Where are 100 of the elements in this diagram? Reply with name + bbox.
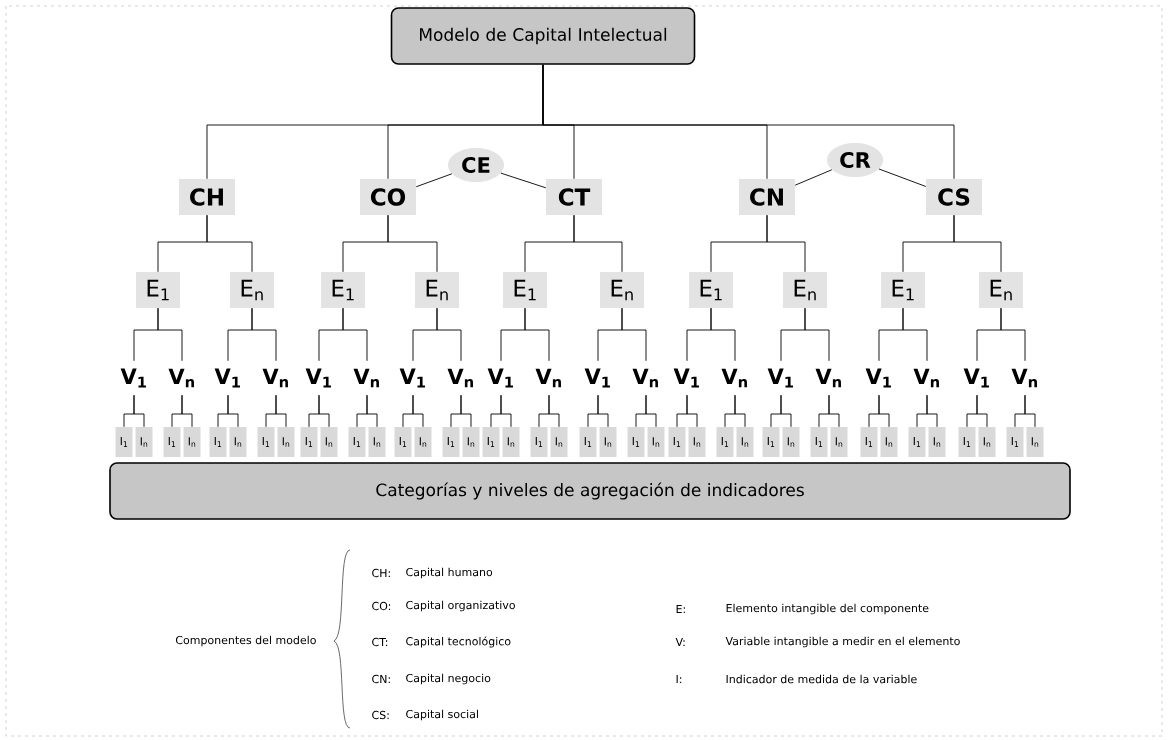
variable-label: V$_{n}$: [164, 361, 200, 395]
tree-connector: [1000, 307, 1026, 362]
indicator-box: I$_{n}$: [414, 427, 432, 457]
element-box: E$_{1}$: [136, 272, 180, 308]
indicator-box: I$_{1}$: [482, 427, 500, 457]
variable-label: V$_{1}$: [763, 361, 799, 395]
component-box: CH: [179, 179, 235, 215]
variable-label: V$_{n}$: [628, 361, 664, 395]
tree-connector: [548, 394, 560, 428]
tree-connector: [686, 394, 698, 428]
indicator-box: I$_{n}$: [928, 427, 946, 457]
variable-label: V$_{1}$: [395, 361, 431, 395]
definition: Capital humano: [406, 567, 493, 579]
tree-connector: [387, 214, 438, 273]
indicator-box: I$_{1}$: [668, 427, 686, 457]
variable-label: V$_{n}$: [717, 361, 753, 395]
element-box: E$_{1}$: [689, 272, 733, 308]
indicator-box: I$_{n}$: [183, 427, 201, 457]
variable-label: V$_{1}$: [861, 361, 897, 395]
indicator-box: I$_{1}$: [530, 427, 548, 457]
abbreviation: CO:: [372, 601, 391, 611]
indicator-box: I$_{n}$: [688, 427, 706, 457]
indicator-box: I$_{n}$: [830, 427, 848, 457]
variable-label: V$_{n}$: [258, 361, 294, 395]
connector-line: [794, 169, 833, 186]
indicator-box: I$_{1}$: [627, 427, 645, 457]
element-box: E$_{n}$: [230, 272, 274, 308]
definition: Elemento intangible del componente: [726, 603, 929, 615]
tree-connector: [1024, 394, 1036, 428]
tree-connector: [342, 307, 368, 362]
tree-connector: [953, 214, 1002, 273]
definition: Capital negocio: [406, 673, 491, 685]
indicator-box: I$_{n}$: [647, 427, 665, 457]
indicator-box: I$_{n}$: [462, 427, 480, 457]
tree-connector: [597, 394, 609, 428]
variable-label: V$_{n}$: [811, 361, 847, 395]
tree-connector: [573, 214, 623, 273]
indicator-box: I$_{n}$: [1026, 427, 1044, 457]
connector-line: [415, 173, 453, 188]
indicator-box: I$_{1}$: [762, 427, 780, 457]
indicator-box: I$_{1}$: [442, 427, 460, 457]
indicator-box: I$_{n}$: [368, 427, 386, 457]
variable-label: V$_{n}$: [349, 361, 385, 395]
variable-label: V$_{1}$: [669, 361, 705, 395]
indicator-box: I$_{n}$: [135, 427, 153, 457]
tree-connector: [734, 394, 746, 428]
indicator-box: I$_{1}$: [115, 427, 133, 457]
definition: Indicador de medida de la variable: [726, 674, 917, 684]
indicator-box: I$_{n}$: [782, 427, 800, 457]
tree-connector: [645, 394, 657, 428]
connector-line: [500, 172, 547, 189]
tree-connector: [976, 394, 988, 428]
indicator-box: I$_{1}$: [209, 427, 227, 457]
tree-connector: [804, 307, 830, 362]
tree-connector: [524, 307, 550, 362]
indicator-box: I$_{1}$: [163, 427, 181, 457]
tree-connector: [181, 394, 193, 428]
indicator-box: I$_{n}$: [736, 427, 754, 457]
abbreviation: E:: [676, 605, 685, 613]
definition: Variable intangible a medir en el elemento: [725, 636, 960, 648]
definition: Capital tecnológico: [406, 636, 511, 648]
element-box: E$_{1}$: [881, 272, 925, 308]
definition: Capital organizativo: [406, 600, 515, 612]
indicator-box: I$_{n}$: [320, 427, 338, 457]
indicator-box: I$_{1}$: [908, 427, 926, 457]
tree-connector: [780, 394, 792, 428]
tree-connector: [366, 394, 378, 428]
tree-connector: [621, 307, 647, 362]
element-box: E$_{n}$: [415, 272, 459, 308]
tree-connector: [157, 307, 183, 362]
variable-label: V$_{n}$: [1007, 361, 1043, 395]
component-box: CT: [546, 179, 602, 215]
tree-connector: [251, 307, 277, 362]
indicator-box: I$_{1}$: [716, 427, 734, 457]
abbreviation: V:: [675, 638, 685, 646]
indicator-box: I$_{1}$: [810, 427, 828, 457]
abbreviation: CT:: [372, 637, 388, 647]
indicator-box: I$_{1}$: [257, 427, 275, 457]
component-box: CS: [926, 179, 982, 215]
indicator-box: I$_{n}$: [599, 427, 617, 457]
group-label: Componentes del modelo: [175, 635, 316, 647]
element-box: E$_{n}$: [600, 272, 644, 308]
abbreviation: I:: [676, 675, 682, 683]
tree-connector: [412, 394, 424, 428]
variable-label: V$_{n}$: [531, 361, 567, 395]
tree-connector: [206, 214, 253, 273]
variable-label: V$_{1}$: [116, 361, 152, 395]
tree-connector: [828, 394, 840, 428]
tree-connector: [460, 394, 472, 428]
tree-connector: [878, 394, 890, 428]
indicator-box: I$_{1}$: [300, 427, 318, 457]
abbreviation: CH:: [372, 568, 390, 578]
base-box: Categorías y niveles de agregación de indicadores: [109, 462, 1071, 520]
indicator-box: I$_{1}$: [860, 427, 878, 457]
tree-connector: [133, 394, 145, 428]
definition: Capital social: [406, 709, 478, 721]
tree-connector: [902, 307, 928, 362]
variable-label: V$_{1}$: [580, 361, 616, 395]
indicator-box: I$_{1}$: [579, 427, 597, 457]
variable-label: V$_{n}$: [443, 361, 479, 395]
